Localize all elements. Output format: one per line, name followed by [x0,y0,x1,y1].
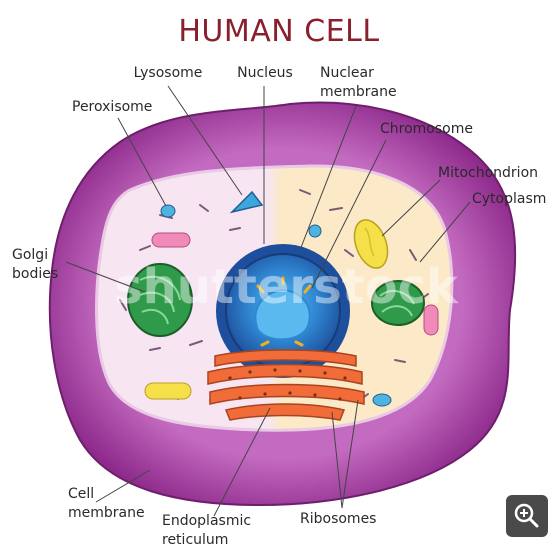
label-golgi-bodies: Golgi bodies [12,247,59,282]
label-cell-membrane: Cell membrane [68,486,145,521]
zoom-button[interactable] [506,495,548,537]
chromosome-marks [256,276,312,347]
ribosome-dots [228,368,347,401]
label-chromosome: Chromosome [380,121,473,137]
label-cytoplasm: Cytoplasm [472,191,547,207]
vesicle-shape [308,224,322,238]
nucleus-shape [216,244,350,378]
label-ribosomes: Ribosomes [300,511,377,527]
mitochondrion-green-shape [371,280,425,326]
vacuole-shape-2 [423,304,439,336]
lysosome-shape [229,190,264,214]
label-peroxisome: Peroxisome [72,99,153,115]
peroxisome-shape [160,204,176,218]
er-shape [207,349,365,421]
label-mitochondrion: Mitochondrion [438,165,539,181]
vesicle-shape-2 [372,393,392,407]
yellow-organelle [144,382,192,400]
label-nuclear-membrane: Nuclear membrane [320,65,397,100]
label-lysosome: Lysosome [133,65,203,81]
leader-lines [65,85,471,517]
zoom-in-icon [514,503,539,528]
label-nucleus: Nucleus [237,65,293,81]
watermark-text: shutterstock [114,259,459,315]
golgi-shape [127,263,193,337]
vacuole-shape [151,232,191,248]
mitochondrion-yellow-shape [353,219,389,269]
nucleolus-shape [254,288,311,341]
diagram-title: HUMAN CELL [178,14,380,49]
label-endoplasmic-reticulum: Endoplasmic reticulum [162,513,252,548]
